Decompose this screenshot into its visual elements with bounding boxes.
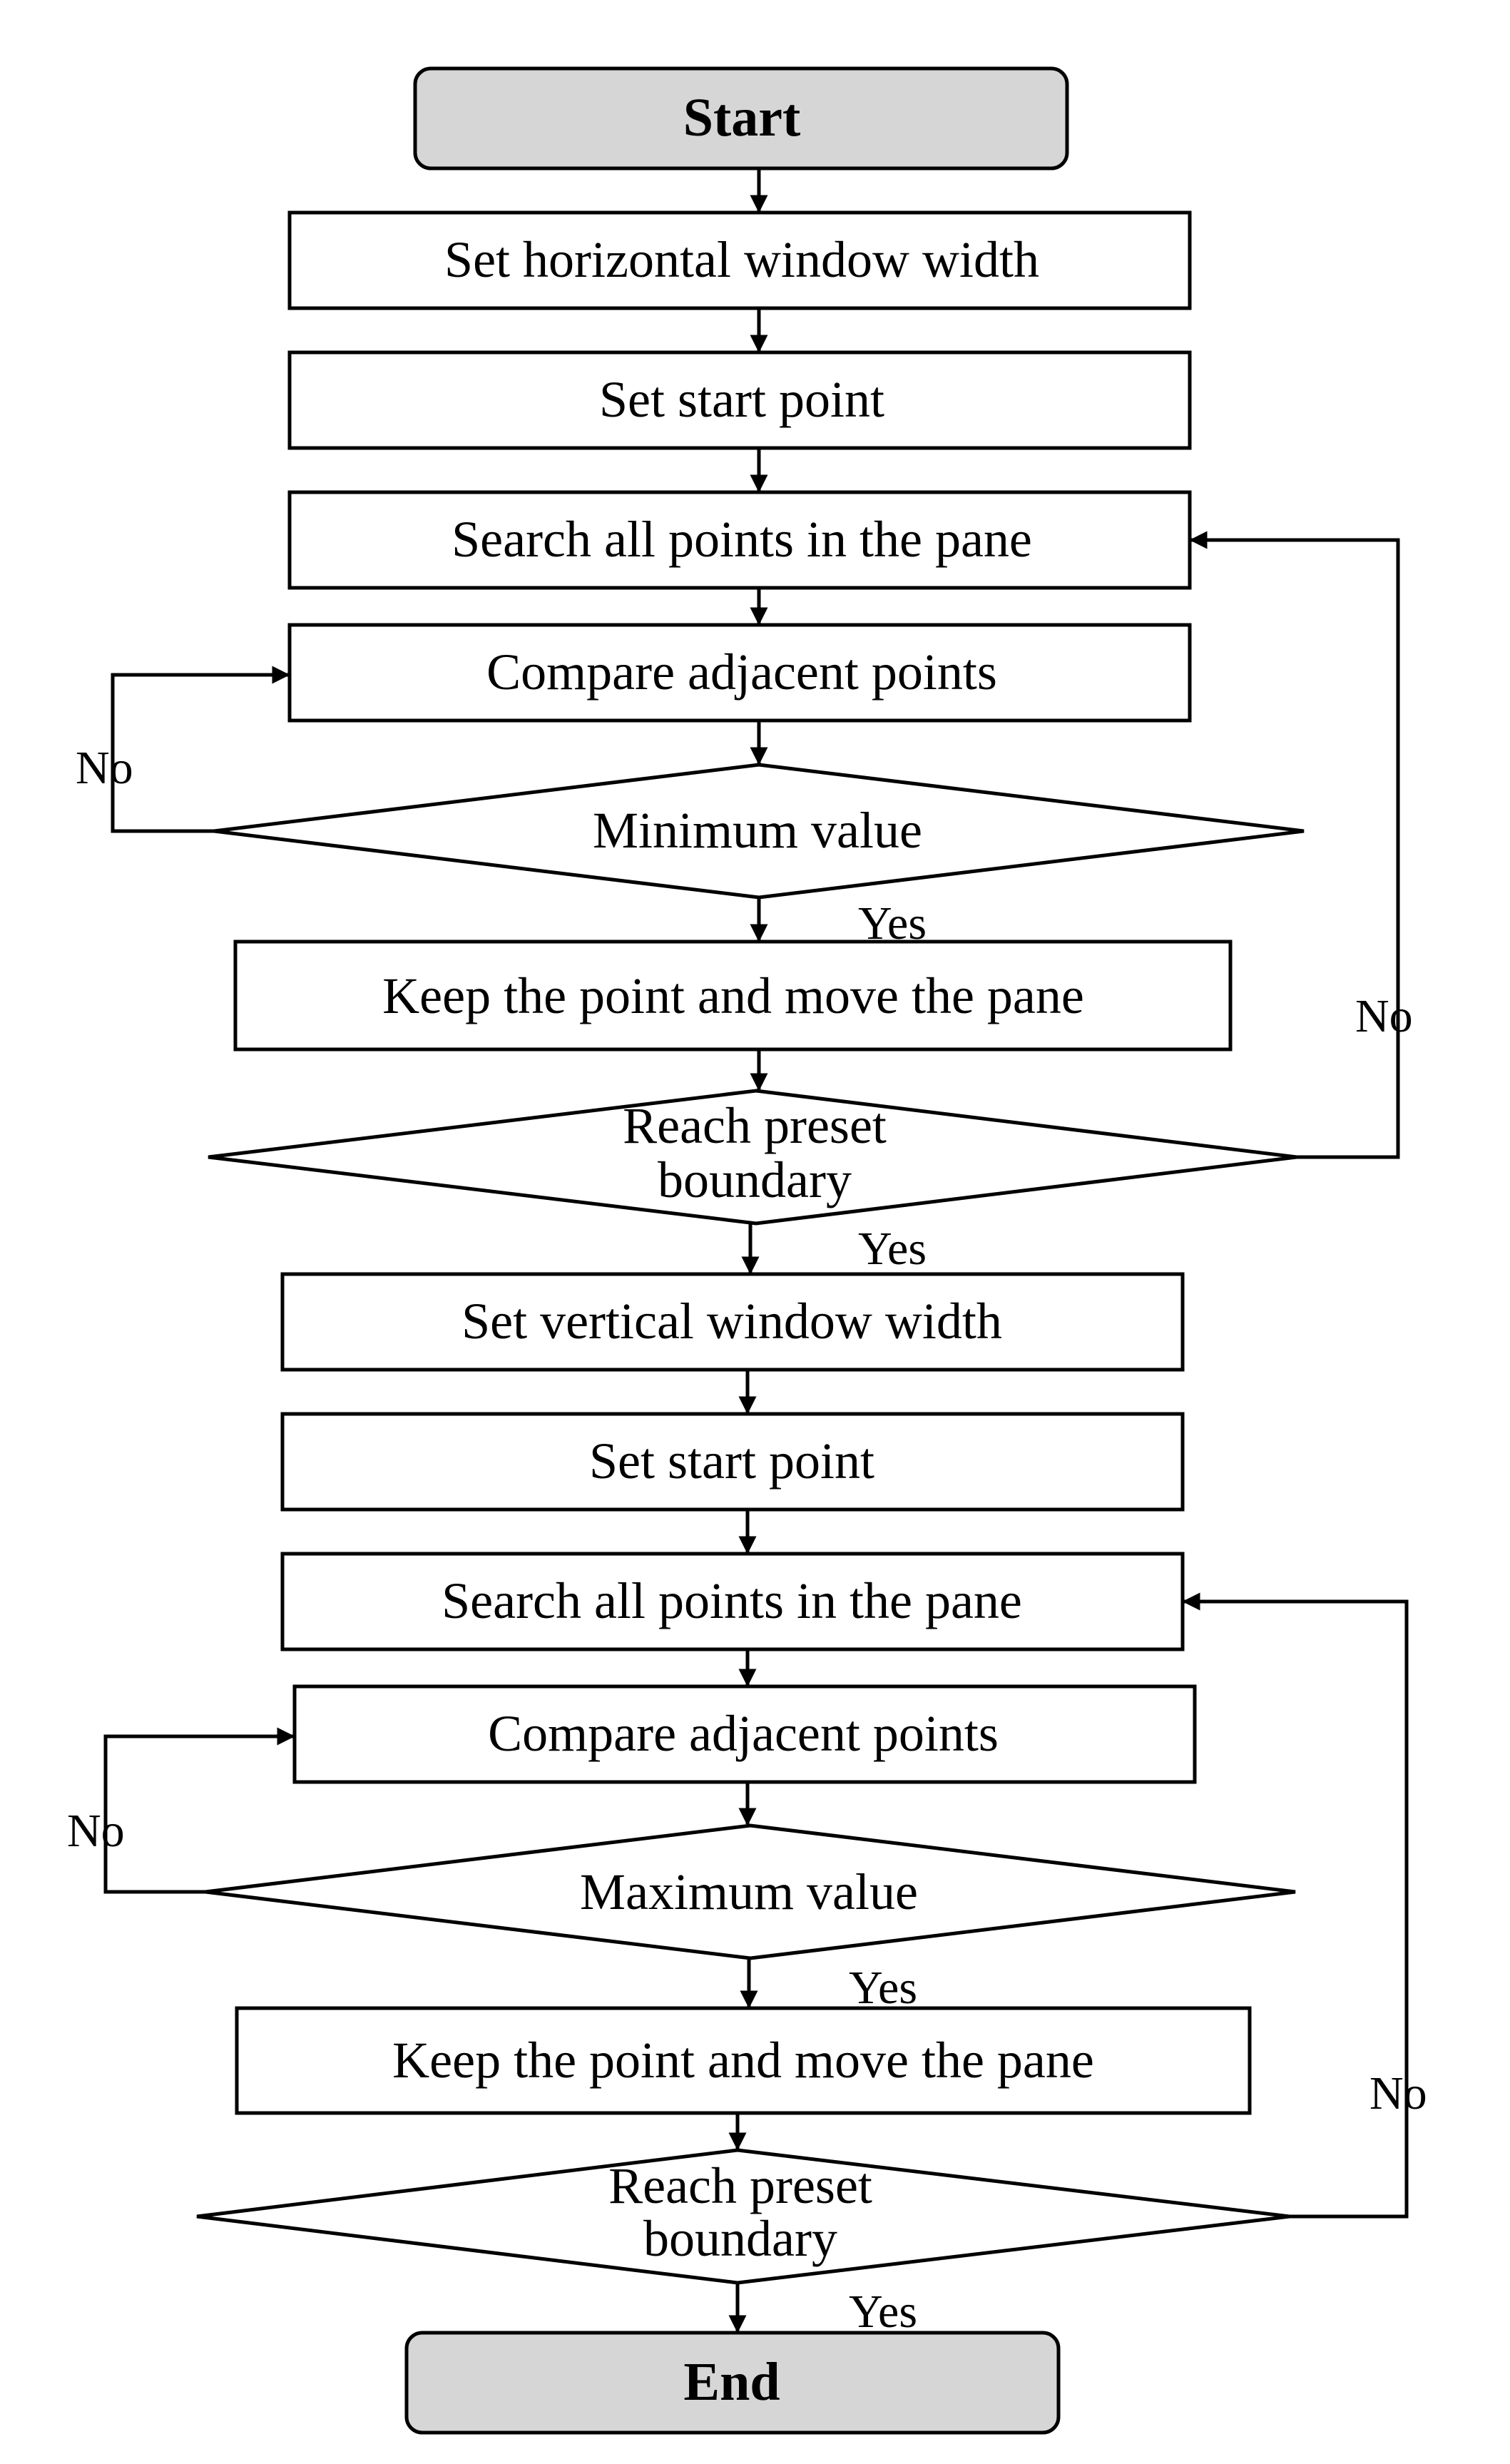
search-pane-label-1: Search all points in the pane — [452, 511, 1032, 568]
start-terminal — [413, 66, 1069, 170]
set-start-point-label-2: Set start point — [589, 1432, 874, 1490]
no-label-boundary-1: No — [1355, 990, 1413, 1042]
reach-boundary-line2-2: boundary — [643, 2210, 837, 2267]
set-horizontal-window-label: Set horizontal window width — [444, 231, 1039, 288]
search-pane-box-2 — [280, 1552, 1185, 1651]
minimum-value-label: Minimum value — [593, 802, 922, 859]
reach-boundary-line2-1: boundary — [658, 1151, 852, 1208]
maximum-value-decision — [205, 1823, 1296, 1960]
no-label-maximum: No — [67, 1805, 125, 1857]
reach-boundary-line1-1: Reach preset — [623, 1097, 887, 1154]
set-start-point-box-2 — [280, 1412, 1185, 1512]
start-label: Start — [683, 88, 801, 148]
compare-adjacent-label-1: Compare adjacent points — [486, 643, 997, 701]
no-label-minimum: No — [76, 742, 133, 794]
arrow-boundary-2-no-loop — [1182, 1592, 1409, 2219]
set-start-point-box-1 — [287, 350, 1192, 450]
yes-label-minimum: Yes — [858, 897, 927, 950]
end-label: End — [683, 2352, 780, 2412]
arrow-minimum-no-loop — [111, 666, 290, 833]
keep-move-label-2: Keep the point and move the pane — [392, 2032, 1094, 2089]
yes-label-boundary-1: Yes — [858, 1223, 927, 1275]
compare-adjacent-box-1 — [287, 623, 1192, 723]
arrow-maximum-no-loop — [103, 1727, 295, 1894]
set-start-point-label-1: Set start point — [599, 371, 884, 428]
keep-move-box-1 — [233, 940, 1233, 1052]
compare-adjacent-box-2 — [292, 1684, 1197, 1784]
yes-label-boundary-2: Yes — [849, 2286, 917, 2338]
maximum-value-label: Maximum value — [580, 1863, 918, 1920]
compare-adjacent-label-2: Compare adjacent points — [488, 1705, 999, 1762]
set-horizontal-window-box — [287, 210, 1192, 310]
set-vertical-window-label: Set vertical window width — [461, 1293, 1002, 1350]
reach-boundary-line1-2: Reach preset — [608, 2157, 872, 2214]
minimum-value-decision — [213, 763, 1305, 900]
no-label-boundary-2: No — [1369, 2067, 1427, 2119]
set-vertical-window-box — [280, 1272, 1185, 1372]
search-pane-label-2: Search all points in the pane — [442, 1572, 1022, 1629]
arrow-boundary-1-no-loop — [1189, 531, 1400, 1159]
keep-move-label-1: Keep the point and move the pane — [382, 967, 1084, 1024]
yes-label-maximum: Yes — [849, 1962, 917, 2014]
